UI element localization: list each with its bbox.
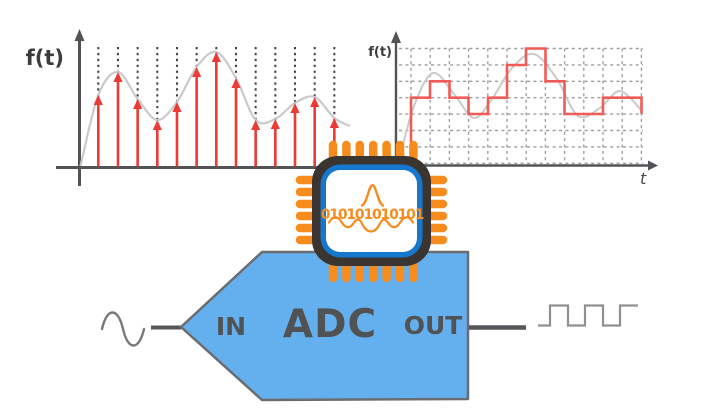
sample-impulse-arrowhead <box>270 119 280 129</box>
impulse-spike-icon <box>360 184 385 207</box>
sample-impulse-arrowhead <box>113 72 123 82</box>
left-graph-ylabel: f(t) <box>26 46 64 70</box>
quantized-staircase <box>409 47 643 147</box>
analog-signal-curve <box>398 52 643 162</box>
adc-arrow-shape <box>179 250 470 402</box>
right-graph-ylabel: f(t) <box>368 45 392 60</box>
right-graph-xlabel: t <box>640 169 647 188</box>
adc-in-label: IN <box>216 312 246 341</box>
wave-ripple-icon <box>327 216 415 233</box>
adc-block: IN ADC OUT <box>100 250 638 402</box>
analog-signal-curve <box>79 50 351 167</box>
adc-out-label: OUT <box>404 311 463 340</box>
chip-binary-label: 010101010101 <box>321 207 424 223</box>
chip-face <box>326 170 417 252</box>
sample-impulse-arrowhead <box>152 120 162 130</box>
sample-impulse-arrowhead <box>93 95 103 105</box>
sample-impulse-arrowhead <box>192 67 202 77</box>
sample-impulse-arrowhead <box>211 52 221 62</box>
sine-wave-icon <box>100 311 146 347</box>
y-axis-arrowhead <box>391 31 401 43</box>
sample-impulse-arrowhead <box>251 120 261 130</box>
y-axis-arrowhead <box>74 29 85 41</box>
x-axis-arrowhead <box>648 160 658 171</box>
sample-impulse-arrowhead <box>231 78 241 88</box>
sample-impulse-arrowhead <box>290 103 300 113</box>
sample-impulse-arrowhead <box>329 118 339 128</box>
sampling-graph: f(t) <box>26 29 352 186</box>
sample-impulse-arrowhead <box>133 99 143 109</box>
sample-impulse-arrowhead <box>310 97 320 107</box>
adc-title: ADC <box>283 302 377 347</box>
quantization-graph: f(t) t <box>368 31 658 188</box>
microchip-icon: 010101010101 <box>295 140 448 283</box>
square-wave-icon <box>538 304 638 327</box>
sample-impulse-arrowhead <box>172 102 182 112</box>
